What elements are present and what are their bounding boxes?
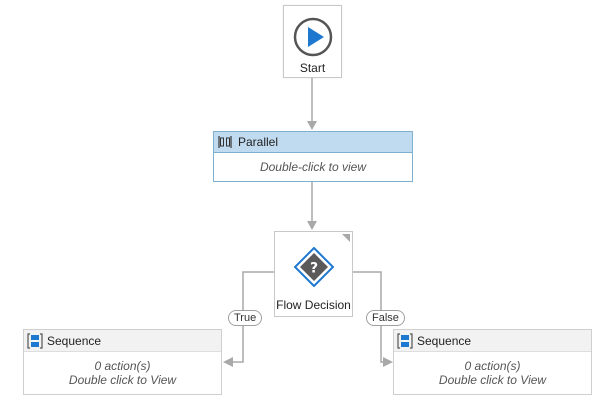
sequence-body: 0 action(s) Double click to View	[394, 352, 591, 394]
arrow-to-decision	[307, 221, 317, 230]
sequence-icon	[27, 332, 43, 349]
arrow-to-parallel	[307, 121, 317, 130]
arrow-to-sequence-left	[223, 357, 233, 367]
sequence-activity-false[interactable]: Sequence 0 action(s) Double click to Vie…	[393, 329, 592, 395]
parallel-title: Parallel	[238, 135, 279, 149]
svg-text:?: ?	[310, 261, 318, 277]
sequence-hint: Double click to View	[68, 373, 177, 387]
sequence-activity-true[interactable]: Sequence 0 action(s) Double click to Vie…	[23, 329, 222, 395]
sequence-header: Sequence	[24, 330, 221, 352]
play-circle-icon	[293, 17, 333, 57]
flow-decision-label: Flow Decision	[276, 298, 351, 312]
parallel-icon	[218, 136, 232, 148]
sequence-icon	[397, 332, 413, 349]
false-branch-label[interactable]: False	[366, 310, 405, 326]
sequence-hint: Double click to View	[438, 373, 547, 387]
start-label: Start	[299, 61, 326, 75]
true-branch-label[interactable]: True	[228, 310, 263, 326]
parallel-header: Parallel	[214, 132, 412, 153]
sequence-title: Sequence	[417, 333, 472, 348]
question-diamond-icon: ?	[294, 247, 334, 287]
sequence-title: Sequence	[47, 333, 102, 348]
parallel-activity[interactable]: Parallel Double-click to view	[213, 131, 413, 182]
parallel-hint: Double-click to view	[259, 160, 367, 174]
expand-corner-icon	[342, 234, 350, 242]
sequence-action-count: 0 action(s)	[94, 359, 151, 373]
flow-decision-node[interactable]: ? Flow Decision	[274, 231, 353, 317]
start-node[interactable]: Start	[283, 5, 342, 78]
sequence-body: 0 action(s) Double click to View	[24, 352, 221, 394]
arrow-to-sequence-right	[383, 357, 393, 367]
sequence-header: Sequence	[394, 330, 591, 352]
sequence-action-count: 0 action(s)	[464, 359, 521, 373]
